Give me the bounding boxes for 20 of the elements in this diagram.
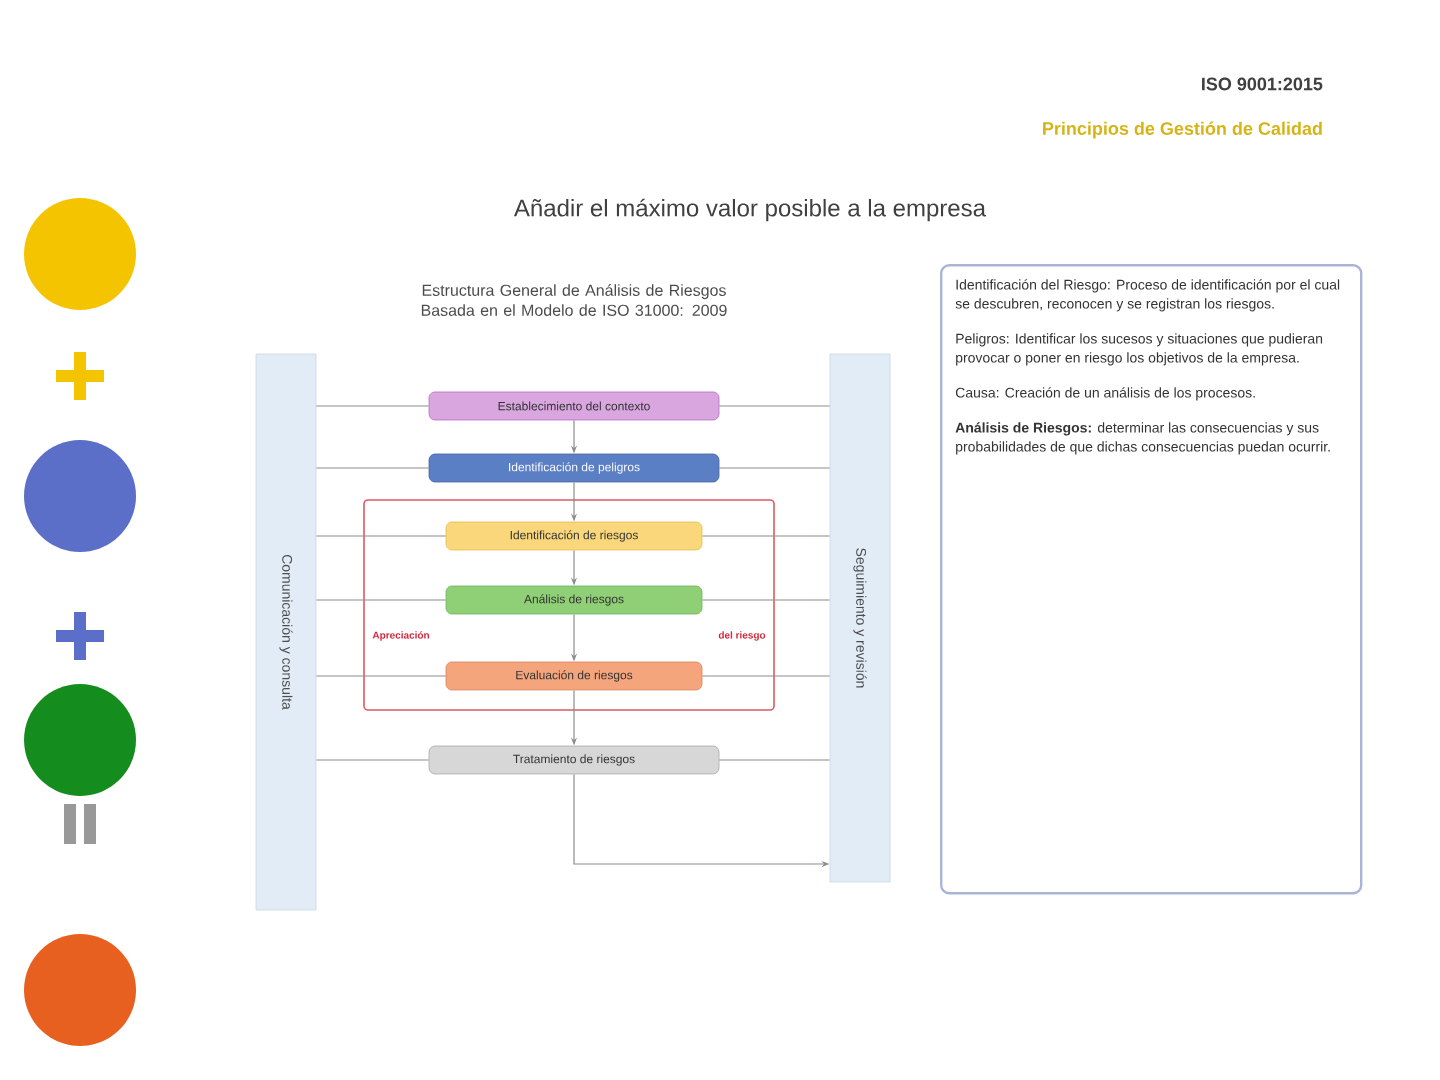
connector [315, 599, 447, 601]
connector [315, 675, 447, 677]
connector [315, 467, 430, 469]
connector [315, 405, 430, 407]
connector [718, 467, 831, 469]
connector [701, 675, 831, 677]
circle [24, 440, 136, 552]
connector [701, 535, 831, 537]
connector [315, 535, 447, 537]
slide-title: Añadir el máximo valor posible a la empresa [513, 198, 986, 222]
label-text: Principios de Gestión de Calidad [1043, 121, 1322, 139]
label-text: Estructura General de Análisis de Riesgos Basada en el Modelo de ISO 31000: 2009 [421, 284, 727, 316]
circle [24, 684, 136, 796]
connector [718, 405, 831, 407]
connector [718, 759, 831, 761]
label-text: ISO 9001:2015 [1202, 77, 1323, 91]
circle [24, 198, 136, 310]
circle [24, 934, 136, 1046]
connector [701, 599, 831, 601]
connector [315, 759, 430, 761]
